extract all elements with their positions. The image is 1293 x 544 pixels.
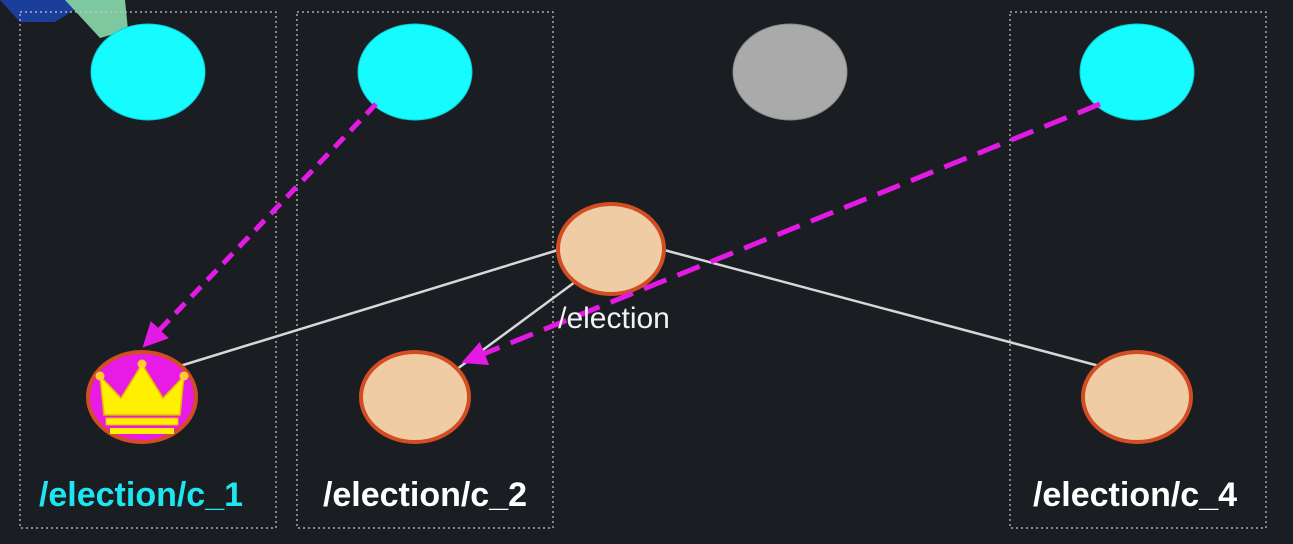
- crown-icon: [95, 359, 189, 434]
- watch-arrow-client4-to-c2: [461, 101, 1101, 366]
- client-node-2: [357, 23, 473, 121]
- candidate-node-c4: [1081, 350, 1193, 444]
- watch-arrow-client2-to-c1: [142, 102, 378, 348]
- client-node-1: [90, 23, 206, 121]
- candidate-label-c1: /election/c_1: [39, 476, 243, 514]
- corner-decoration: [0, 0, 128, 38]
- candidate-node-c2: [359, 350, 471, 444]
- client-box-4: [1009, 11, 1267, 529]
- candidate-label-c2: /election/c_2: [323, 476, 527, 514]
- tree-edge-c1: [179, 248, 559, 368]
- client-node-3: [732, 23, 848, 121]
- candidate-label-c4: /election/c_4: [1033, 476, 1237, 514]
- tree-edge-c4: [663, 248, 1104, 369]
- client-box-2: [296, 11, 554, 529]
- client-node-4: [1079, 23, 1195, 121]
- parent-znode-label: /election: [558, 302, 670, 335]
- tree-edge-c2: [452, 280, 576, 374]
- client-box-1: [19, 11, 277, 529]
- parent-znode: [556, 202, 666, 296]
